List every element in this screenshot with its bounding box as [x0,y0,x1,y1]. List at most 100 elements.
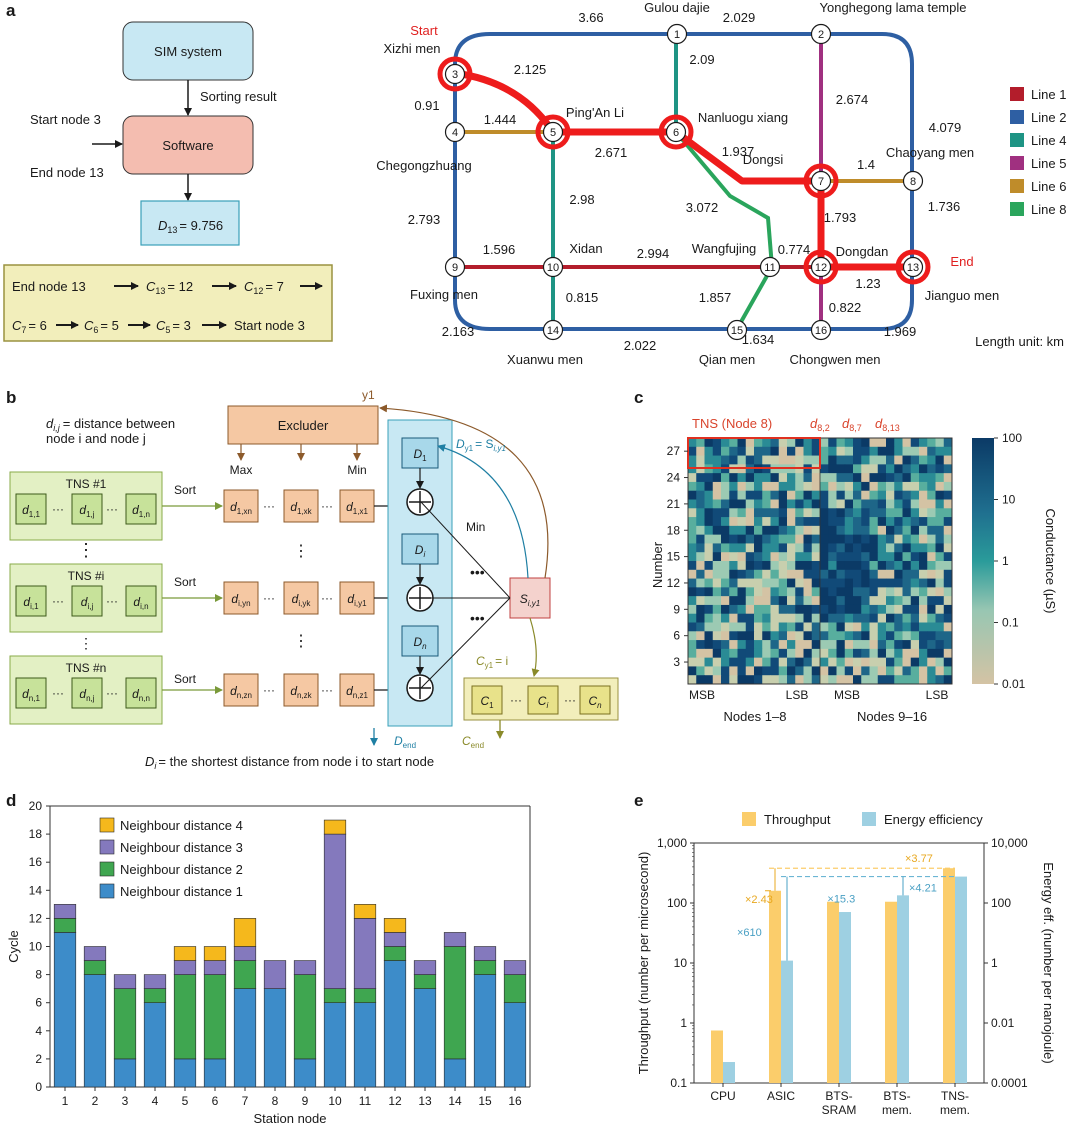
heatmap-cell [820,552,829,562]
heatmap-cell [729,438,738,448]
heatmap-cell [828,604,837,615]
heatmap-cell [902,587,912,597]
sorted-dots: ··· [321,683,333,697]
e-xtick-label: TNS- [941,1089,969,1103]
heatmap-cell [803,622,813,632]
e-bar-energy-3 [897,895,909,1083]
e-left-tick-label: 0.1 [670,1076,687,1090]
heatmap-cell [737,569,747,579]
heatmap-cell [688,455,697,465]
heatmap-cell [688,490,697,500]
heatmap-cell [828,534,837,544]
heatmap-cell [803,455,813,465]
dots-a: ••• [470,564,485,580]
heatmap-cell [811,517,821,527]
heatmap-cell [754,596,763,606]
route-ring-12 [803,249,839,285]
sorted-vdots: ⋮ [293,543,309,560]
station-name-6: Nanluogu xiang [698,110,788,125]
heatmap-cell [935,604,945,615]
tns-cell-sub: i,j [87,602,93,611]
heatmap-cell [836,499,846,509]
c-dots: ··· [564,693,576,707]
panel-label-b: b [6,388,16,407]
heatmap-cell [778,499,788,509]
heatmap-cell [869,613,879,623]
cbar-tick-label: 0.1 [1002,616,1019,630]
d-bar-5-series-2 [173,960,197,975]
heatmap-cell [820,561,829,571]
edge-length-0: 3.66 [578,10,603,25]
e-bar-throughput-1 [769,890,781,1083]
heatmap-cell [902,675,912,685]
heatmap-cell [844,534,854,544]
heatmap-cell [927,446,936,456]
heatmap-cell [853,517,862,527]
heatmap-cell [745,438,755,448]
heatmap-cell [877,446,887,456]
heatmap-cell [935,508,945,518]
heatmap-cell [844,438,854,448]
sorted-cell-sub: n,z1 [353,691,369,700]
heatmap-cell [754,446,763,456]
heatmap-cell [787,561,796,571]
edge-length-4: 0.91 [414,98,439,113]
heatmap-cell [778,446,788,456]
heatmap-cell [754,640,763,650]
heatmap-cell [745,455,755,465]
heatmap-cell [844,640,854,650]
heatmap-cell [861,675,870,685]
heatmap-cell [745,587,755,597]
heatmap-cell [935,473,945,483]
d-ytick-label: 6 [35,996,42,1010]
heatmap-cell [943,464,953,474]
heatmap-cell [729,657,738,667]
heatmap-cell [894,675,903,685]
heatmap-cell [910,613,920,623]
heatmap-cell [919,578,928,588]
heatmap-cell [712,552,722,562]
d-register-label: D1 [413,447,427,463]
heatmap-cell [943,525,953,536]
heatmap-cell [770,517,780,527]
d-ytick-label: 16 [29,855,43,869]
heatmap-cell [762,499,771,509]
d13-text: D13= 9.756 [158,218,223,235]
d-xtick-label: 5 [182,1094,189,1108]
heatmap-cell [902,473,912,483]
panel-label-c: c [634,388,643,407]
heatmap-cell [737,675,747,685]
heatmap-cell [935,631,945,641]
heatmap-cell [754,666,763,676]
heatmap-cell [712,657,722,667]
d-bar-9-series-1 [293,974,317,1060]
e-bar-throughput-4 [943,868,955,1083]
heatmap-cell [910,517,920,527]
heatmap-cell [712,631,722,641]
heatmap-cell [787,499,796,509]
d-xtick-label: 4 [152,1094,159,1108]
heatmap-cell [803,569,813,579]
heatmap-cell [935,446,945,456]
sorted-cell-sub: 1,xn [237,507,252,516]
heatmap-cell [844,473,854,483]
heatmap-cell [820,613,829,623]
heatmap-cell [803,543,813,553]
heatmap-cell [894,596,903,606]
heatmap-cell [820,587,829,597]
heatmap-cell [745,490,755,500]
heatmap-cell [869,622,879,632]
heatmap-cell [803,508,813,518]
heatmap-cell [844,604,854,615]
sorted-cell [339,581,375,615]
heatmap-cell [729,473,738,483]
edge-length-26: 1.969 [884,324,917,339]
heatmap-cell [902,490,912,500]
tns-cell-d: d [133,595,140,609]
d-register-sub: n [422,642,427,651]
heatmap-cell [803,534,813,544]
heatmap-cell [754,578,763,588]
heatmap-cell [910,622,920,632]
